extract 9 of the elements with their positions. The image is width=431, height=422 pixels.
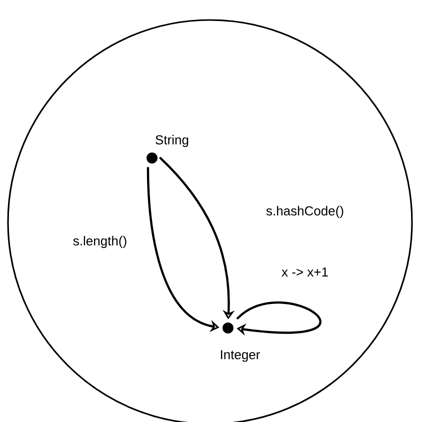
edge-label: s.hashCode(): [264, 204, 346, 220]
node-label: Integer: [220, 350, 260, 362]
node-label: String: [156, 134, 188, 148]
edge-label: s.length(): [72, 234, 128, 250]
arrow: [236, 301, 321, 336]
dot: [146, 152, 158, 164]
edge-label: x -> x+1: [280, 266, 330, 278]
dot: [222, 322, 234, 334]
circle-outline: [7, 19, 413, 422]
